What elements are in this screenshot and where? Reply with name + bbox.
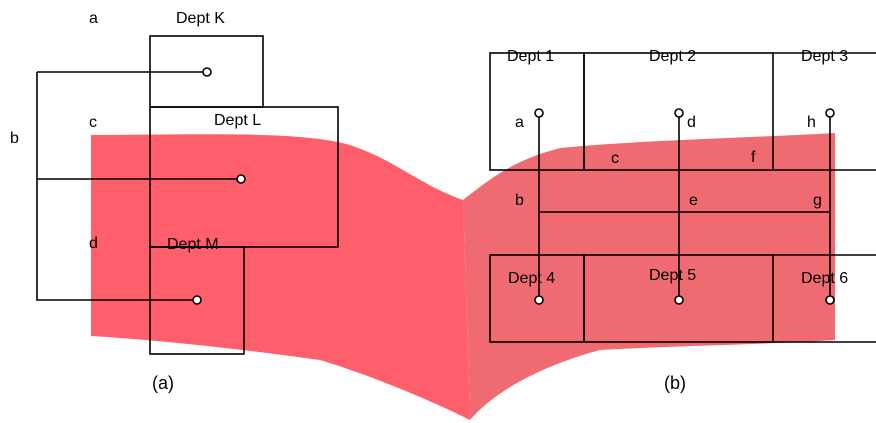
wire-label-g-b: g (813, 192, 822, 209)
dept-4-label: Dept 4 (508, 270, 555, 287)
pin-6 (825, 295, 835, 305)
pin-k (202, 67, 212, 77)
caption-a: (a) (152, 373, 174, 393)
pin-4 (534, 295, 544, 305)
wire-label-f-b: f (751, 149, 756, 166)
wire-label-c: c (89, 114, 97, 131)
wire-label-d-b: d (687, 114, 696, 131)
pin-m (192, 295, 202, 305)
pin-3 (825, 108, 835, 118)
dept-k-label: Dept K (176, 10, 225, 27)
dept-1-label: Dept 1 (507, 48, 554, 65)
pin-5 (674, 295, 684, 305)
wire-a (36, 72, 197, 301)
panel-a: Dept K Dept L Dept M a b c d (a) (10, 10, 339, 393)
wire-label-e-b: e (689, 192, 698, 209)
wire-label-b: b (10, 130, 19, 147)
wire-label-a-b: a (515, 114, 524, 131)
dept-3-label: Dept 3 (801, 48, 848, 65)
dept-m-label: Dept M (167, 236, 219, 253)
wire-label-c-b: c (611, 150, 619, 167)
pin-1 (534, 108, 544, 118)
dept-2-label: Dept 2 (649, 48, 696, 65)
wire-label-a: a (89, 10, 98, 27)
wire-label-d: d (89, 235, 98, 252)
book-left-page (91, 134, 470, 420)
pin-2 (674, 108, 684, 118)
dept-l-label: Dept L (214, 112, 261, 129)
pin-l (236, 174, 246, 184)
wire-label-h-b: h (807, 114, 816, 131)
dept-5-label: Dept 5 (649, 267, 696, 284)
caption-b: (b) (664, 373, 686, 393)
wire-label-b-b: b (515, 192, 524, 209)
dept-6-label: Dept 6 (801, 270, 848, 287)
panel-b: Dept 1 Dept 2 Dept 3 Dept 4 Dept 5 Dept … (489, 48, 876, 393)
book-right-page (463, 133, 835, 420)
